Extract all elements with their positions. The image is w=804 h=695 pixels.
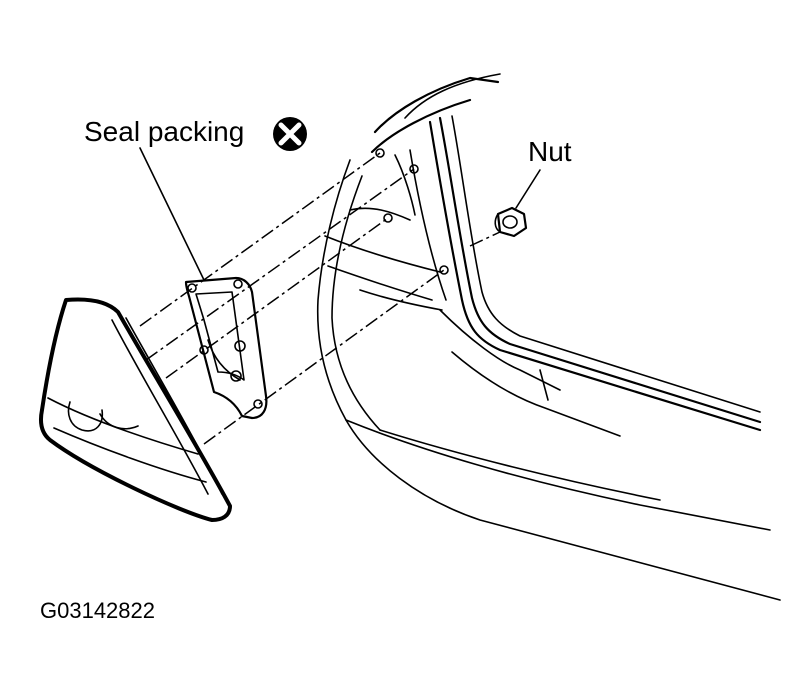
figure-code: G03142822 bbox=[40, 598, 155, 623]
seal-packing-leader bbox=[139, 147, 205, 281]
seal-packing-gasket bbox=[184, 276, 268, 420]
nut bbox=[494, 206, 528, 238]
vehicle-body bbox=[316, 73, 781, 601]
rear-combination-lamp bbox=[39, 297, 232, 522]
circled-x-icon bbox=[273, 117, 307, 151]
seal-packing-label: Seal packing bbox=[84, 116, 245, 147]
nut-leader bbox=[515, 169, 541, 209]
nut-label: Nut bbox=[528, 136, 572, 167]
